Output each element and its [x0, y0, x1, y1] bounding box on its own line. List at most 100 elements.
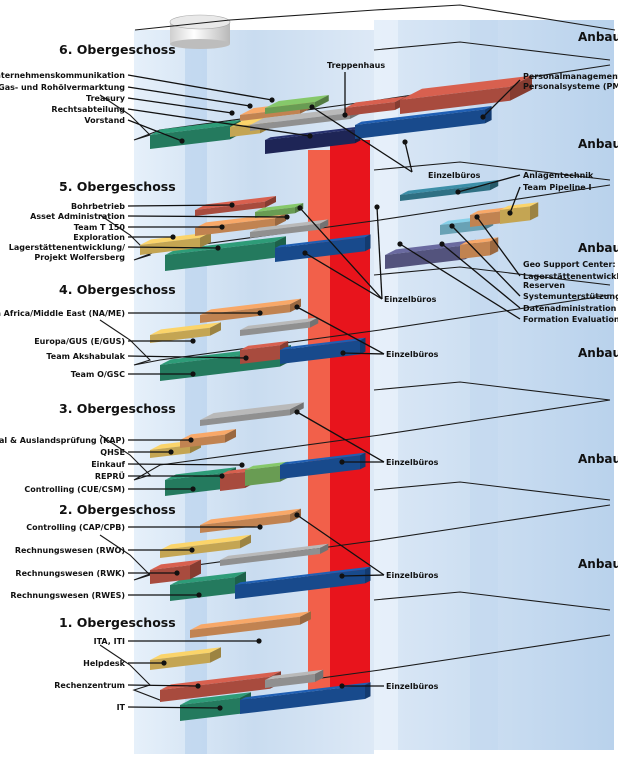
block-team-pipeline-side — [530, 202, 539, 221]
block-rwes-top — [170, 571, 246, 585]
label-team-ogsc: Team O/GSC — [71, 370, 125, 379]
label-lagerstaetten-reserven: Lagerstättenentwicklung/ — [523, 272, 618, 281]
leader-line — [127, 706, 221, 709]
label-treppenhaus: Treppenhaus — [327, 61, 385, 70]
floor-title-3: 3. Obergeschoss — [59, 401, 176, 416]
block-rwk-side — [190, 559, 201, 580]
leader-dot — [190, 338, 196, 344]
block-unternehmenskommunikation-front — [265, 102, 315, 114]
block-asset-administration-top — [255, 203, 304, 212]
block-helpdesk-side — [210, 647, 221, 663]
block-anlagentechnik-top — [400, 180, 499, 195]
block-repru-front — [220, 472, 245, 491]
block-grey-3-front — [200, 409, 290, 426]
block-rwk-top — [150, 559, 201, 570]
leader-line — [404, 141, 413, 173]
block-einzelbueros-3-side — [360, 452, 366, 470]
block-grey-3-side — [290, 402, 304, 416]
block-kap-front — [180, 434, 225, 448]
label-rwk: Rechnungswesen (RWK) — [15, 569, 125, 578]
block-grey-5-top — [250, 219, 329, 232]
block-einzelbueros-4-side — [360, 337, 366, 355]
block-north-africa-top — [200, 298, 301, 315]
leader-dot — [196, 592, 202, 598]
leader-dot — [219, 224, 225, 230]
block-rwo-front — [160, 540, 240, 558]
block-einzelbueros-6-top — [355, 106, 492, 125]
label-asset-administration: Asset Administration — [30, 212, 125, 221]
leader-dot — [190, 486, 196, 492]
block-controlling-cue-top — [165, 467, 236, 480]
leader-line — [127, 97, 233, 114]
floor-6-blocks — [150, 75, 532, 154]
leader-line — [127, 74, 273, 101]
block-lagerstaetten-wolfersberg-front — [165, 241, 275, 271]
leader-line — [127, 463, 243, 466]
annex-label-6: Anbau — [578, 30, 618, 44]
block-grey-4-front — [240, 321, 310, 336]
label-kap: Konsortial & Auslandsprüfung (KAP) — [0, 436, 125, 445]
leader-line — [127, 215, 288, 218]
label-vorstand: Vorstand — [84, 116, 125, 125]
block-controlling-cap-front — [200, 514, 290, 533]
label-einzelbueros-2: Einzelbüros — [386, 571, 439, 580]
leader-dot — [239, 462, 245, 468]
annex-slab-outline-1 — [373, 591, 611, 611]
label-rechenzentrum: Rechenzentrum — [54, 681, 125, 690]
block-exploration-top — [140, 232, 211, 245]
label-systemunterstuetzung: Systemunterstützung — [523, 292, 618, 301]
label-einzelbueros-4: Einzelbüros — [386, 350, 439, 359]
leader-line — [304, 252, 383, 300]
label-helpdesk: Helpdesk — [83, 659, 126, 668]
block-treppenhaus-block-front — [345, 102, 395, 116]
leader-dot — [174, 570, 180, 576]
department-blocks — [140, 75, 539, 721]
label-personalsysteme: Personalsysteme (PM/PS) — [523, 82, 618, 91]
label-exploration: Exploration — [73, 233, 125, 242]
leader-dot — [342, 112, 348, 118]
leader-line — [127, 246, 219, 249]
leader-dot — [257, 310, 263, 316]
annex-slab-outline-5 — [373, 161, 611, 181]
leader-line — [127, 355, 247, 359]
label-ita-iti: ITA, ITI — [94, 637, 125, 646]
label-rwes: Rechnungswesen (RWES) — [10, 591, 125, 600]
leader-line — [299, 207, 383, 300]
label-geo-support-center: Geo Support Center: — [523, 260, 616, 269]
leader-line — [127, 204, 233, 207]
leader-line — [341, 574, 385, 577]
annex-slab-outline-2 — [373, 481, 611, 501]
leader-line — [127, 119, 183, 142]
block-formation-evaluation-front — [385, 245, 465, 269]
floor-slab-outline-4 — [99, 294, 611, 366]
label-it: IT — [117, 703, 126, 712]
block-treppenhaus-block-top — [345, 96, 406, 108]
block-einkauf-front — [245, 465, 280, 486]
block-personalmanagement-side — [510, 75, 532, 101]
leader-lines — [127, 72, 521, 711]
label-anlagentechnik: Anlagentechnik — [523, 171, 594, 180]
block-anlagentechnik-front — [400, 184, 490, 201]
block-europa-gus-side — [210, 322, 221, 336]
leader-line — [127, 108, 311, 137]
label-qhse: QHSE — [100, 448, 125, 457]
label-team-akshabulak: Team Akshabulak — [46, 352, 125, 361]
block-grey-2-side — [320, 543, 329, 554]
leader-dot — [188, 437, 194, 443]
block-grey-4-top — [240, 317, 319, 330]
label-treasury: Treasury — [86, 94, 126, 103]
block-personalmanagement-front — [400, 86, 510, 114]
leader-dot — [217, 705, 223, 711]
block-rwo-side — [240, 534, 251, 549]
leader-dot — [243, 355, 249, 361]
leader-dot — [215, 245, 221, 251]
leader-dot — [257, 524, 263, 530]
leader-dot — [294, 304, 300, 310]
block-grey-2-top — [220, 543, 329, 560]
leader-line — [441, 243, 521, 309]
block-team-pipeline-top — [500, 202, 539, 210]
leader-line — [342, 352, 385, 355]
block-formation-evaluation-top — [385, 239, 476, 255]
block-ita-iti-side — [300, 611, 311, 625]
